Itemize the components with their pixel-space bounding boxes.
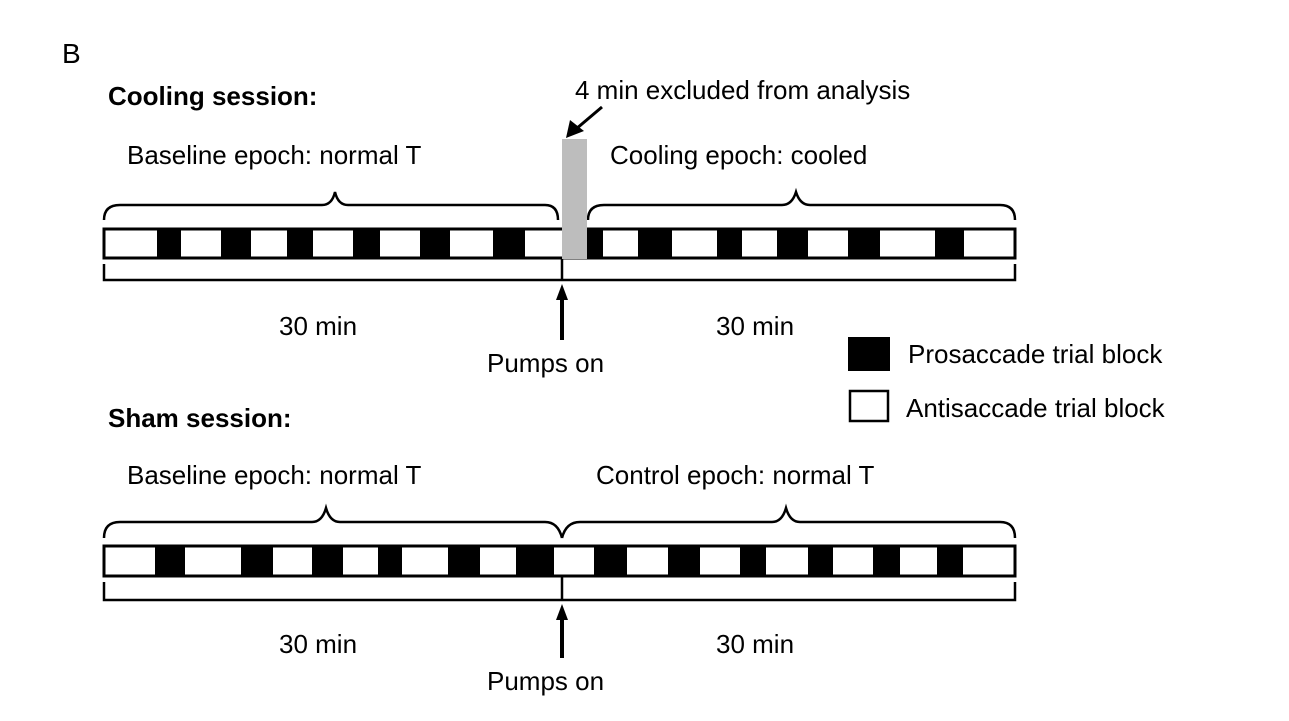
prosaccade-block: [241, 546, 273, 576]
prosaccade-block: [777, 229, 808, 258]
antisaccade-block: [450, 229, 493, 258]
prosaccade-block: [594, 546, 627, 576]
cooling-duration-bracket: [102, 258, 1017, 282]
prosaccade-block: [420, 229, 450, 258]
antisaccade-block: [603, 229, 638, 258]
excluded-annotation: 4 min excluded from analysis: [575, 75, 911, 105]
prosaccade-block: [448, 546, 480, 576]
prosaccade-block: [740, 546, 766, 576]
legend-prosaccade-swatch: [848, 337, 890, 371]
antisaccade-block: [181, 229, 221, 258]
antisaccade-block: [273, 546, 312, 576]
antisaccade-block: [104, 229, 157, 258]
sham-pumps-arrow-head: [556, 604, 568, 620]
cooling-baseline-label: Baseline epoch: normal T: [127, 140, 422, 170]
prosaccade-block: [587, 229, 603, 258]
legend-antisaccade-swatch: [848, 389, 890, 423]
timeline-outline: [102, 544, 1017, 578]
prosaccade-block: [287, 229, 313, 258]
prosaccade-block: [808, 546, 833, 576]
cooling-session-title: Cooling session:: [108, 81, 318, 111]
legend-antisaccade-label: Antisaccade trial block: [906, 393, 1165, 423]
sham-duration-right: 30 min: [716, 629, 795, 659]
prosaccade-block: [668, 546, 700, 576]
cooling-pumps-label: Pumps on: [487, 348, 605, 378]
prosaccade-block: [638, 229, 672, 258]
antisaccade-block: [185, 546, 241, 576]
sham-duration-left: 30 min: [279, 629, 358, 659]
prosaccade-block: [157, 229, 181, 258]
excluded-arrow-line: [575, 105, 603, 131]
antisaccade-block: [963, 546, 1015, 576]
cooling-duration-right: 30 min: [716, 311, 795, 341]
antisaccade-block: [480, 546, 516, 576]
cooling-epoch-brace: [586, 187, 1017, 221]
sham-timeline-bar: [102, 544, 1017, 578]
prosaccade-block: [937, 546, 963, 576]
prosaccade-block: [935, 229, 964, 258]
sham-duration-bracket: [102, 576, 1017, 602]
cooling-epoch-label: Cooling epoch: cooled: [610, 140, 868, 170]
prosaccade-block: [717, 229, 742, 258]
antisaccade-block: [313, 229, 353, 258]
prosaccade-block: [873, 546, 900, 576]
excluded-arrow-head: [566, 120, 584, 138]
antisaccade-block: [627, 546, 668, 576]
excluded-period-bar: [562, 139, 587, 259]
antisaccade-block: [833, 546, 873, 576]
antisaccade-block: [343, 546, 378, 576]
antisaccade-block: [964, 229, 1015, 258]
antisaccade-block: [808, 229, 848, 258]
antisaccade-block: [766, 546, 808, 576]
prosaccade-block: [378, 546, 402, 576]
sham-pumps-label: Pumps on: [487, 666, 605, 696]
sham-baseline-brace: [102, 503, 564, 539]
prosaccade-block: [493, 229, 525, 258]
sham-baseline-label: Baseline epoch: normal T: [127, 460, 422, 490]
cooling-pumps-arrow-head: [556, 284, 568, 300]
sham-session-title: Sham session:: [108, 403, 292, 433]
timeline-outline: [102, 227, 1017, 260]
panel-label: B: [62, 38, 81, 69]
antisaccade-block: [251, 229, 287, 258]
antisaccade-block: [402, 546, 448, 576]
antisaccade-block: [700, 546, 740, 576]
antisaccade-block: [554, 546, 594, 576]
prosaccade-block: [312, 546, 343, 576]
cooling-baseline-brace: [102, 191, 560, 221]
prosaccade-block: [353, 229, 380, 258]
antisaccade-block: [900, 546, 937, 576]
legend-prosaccade-label: Prosaccade trial block: [908, 339, 1163, 369]
antisaccade-block: [104, 546, 155, 576]
sham-control-brace: [560, 503, 1017, 539]
cooling-duration-left: 30 min: [279, 311, 358, 341]
antisaccade-block: [380, 229, 420, 258]
prosaccade-block: [848, 229, 880, 258]
sham-control-label: Control epoch: normal T: [596, 460, 875, 490]
prosaccade-block: [155, 546, 185, 576]
antisaccade-block: [525, 229, 562, 258]
prosaccade-block: [516, 546, 554, 576]
antisaccade-block: [742, 229, 777, 258]
antisaccade-block: [880, 229, 935, 258]
cooling-timeline-bar: [102, 227, 1017, 260]
prosaccade-block: [221, 229, 251, 258]
antisaccade-block: [672, 229, 717, 258]
